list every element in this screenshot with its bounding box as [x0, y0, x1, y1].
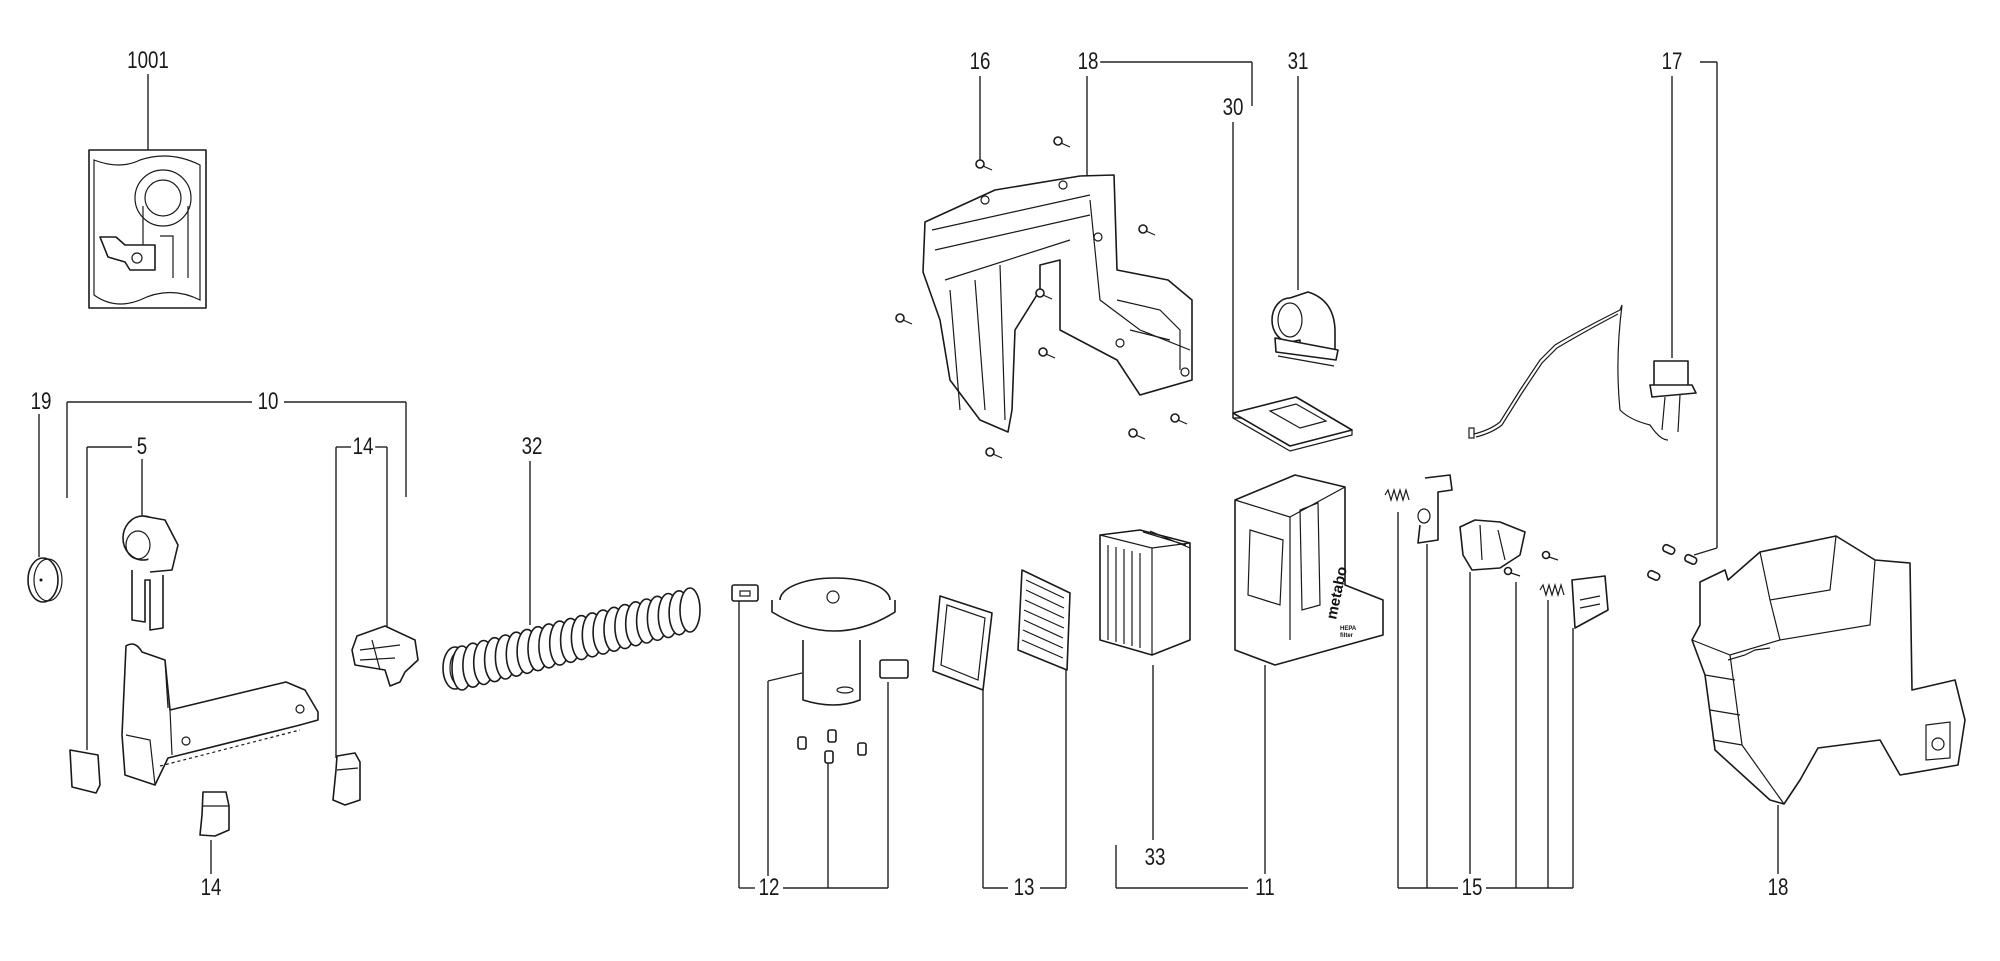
label-part-33[interactable]: 33 — [1143, 844, 1167, 871]
label-part-5[interactable]: 5 — [135, 433, 149, 460]
label-part-10[interactable]: 10 — [256, 388, 280, 415]
screw-icon — [985, 447, 1003, 459]
part-10-suction-tube[interactable] — [121, 643, 319, 786]
spring-icon — [1539, 582, 1565, 598]
label-part-11[interactable]: 11 — [1253, 874, 1277, 901]
part-30-seal[interactable] — [1232, 396, 1353, 452]
pins — [1647, 543, 1698, 581]
label-part-32[interactable]: 32 — [520, 433, 544, 460]
part-16-screws[interactable] — [895, 136, 1188, 459]
part-end-cap[interactable] — [69, 749, 101, 794]
part-14-release-button-top[interactable] — [351, 625, 419, 687]
part-17-cable-plug[interactable] — [1468, 304, 1697, 441]
hepa-badge-line1: HEPA — [1340, 626, 1357, 632]
part-12-motor-fan[interactable] — [731, 577, 909, 764]
screw-icon — [1128, 428, 1146, 440]
part-33-hepa-filter[interactable] — [1099, 529, 1191, 656]
part-11-dust-container[interactable]: metabo HEPA filter — [1234, 474, 1384, 666]
label-part-18-bottom[interactable]: 18 — [1766, 874, 1790, 901]
label-part-14-bottom[interactable]: 14 — [199, 874, 223, 901]
label-part-16[interactable]: 16 — [968, 48, 992, 75]
screw-icon — [1138, 224, 1156, 236]
part-5-nozzle-adapter[interactable] — [122, 515, 179, 631]
part-18-housing-shell-left[interactable] — [922, 174, 1193, 433]
label-part-31[interactable]: 31 — [1286, 48, 1310, 75]
screw-icon — [1541, 550, 1559, 561]
part-13-filter-grille[interactable] — [1017, 569, 1071, 671]
label-part-17[interactable]: 17 — [1660, 48, 1684, 75]
leader-lines — [38, 61, 1779, 889]
screw-icon — [975, 159, 993, 171]
screw-icon — [1170, 413, 1188, 425]
part-32-suction-hose[interactable] — [442, 587, 701, 691]
label-part-13[interactable]: 13 — [1012, 874, 1036, 901]
label-part-19[interactable]: 19 — [29, 388, 53, 415]
label-part-12[interactable]: 12 — [757, 874, 781, 901]
screw-icon — [1503, 566, 1521, 577]
part-19-cap[interactable] — [27, 557, 63, 603]
screw-icon — [1053, 136, 1071, 148]
hose-ring — [679, 587, 701, 633]
label-part-1001[interactable]: 1001 — [125, 47, 171, 74]
part-14-release-button-bottom[interactable] — [199, 791, 230, 837]
screw-icon — [1038, 347, 1056, 359]
label-part-14-top[interactable]: 14 — [351, 433, 375, 460]
screw-icon — [1035, 288, 1053, 300]
part-14-release-button-right[interactable] — [332, 752, 361, 806]
hepa-badge-line2: filter — [1340, 633, 1354, 639]
part-15-latch-parts[interactable] — [1384, 474, 1609, 629]
part-1001-wiring-label[interactable] — [88, 149, 207, 309]
label-part-18-top[interactable]: 18 — [1076, 48, 1100, 75]
part-31-elbow-connector[interactable] — [1271, 291, 1339, 367]
screw-icon — [895, 313, 913, 325]
label-part-15[interactable]: 15 — [1460, 874, 1484, 901]
spring-icon — [1384, 487, 1410, 503]
part-18-housing-shell-right[interactable] — [1691, 535, 1966, 805]
label-part-30[interactable]: 30 — [1221, 94, 1245, 121]
part-13-filter-seal[interactable] — [932, 595, 993, 691]
